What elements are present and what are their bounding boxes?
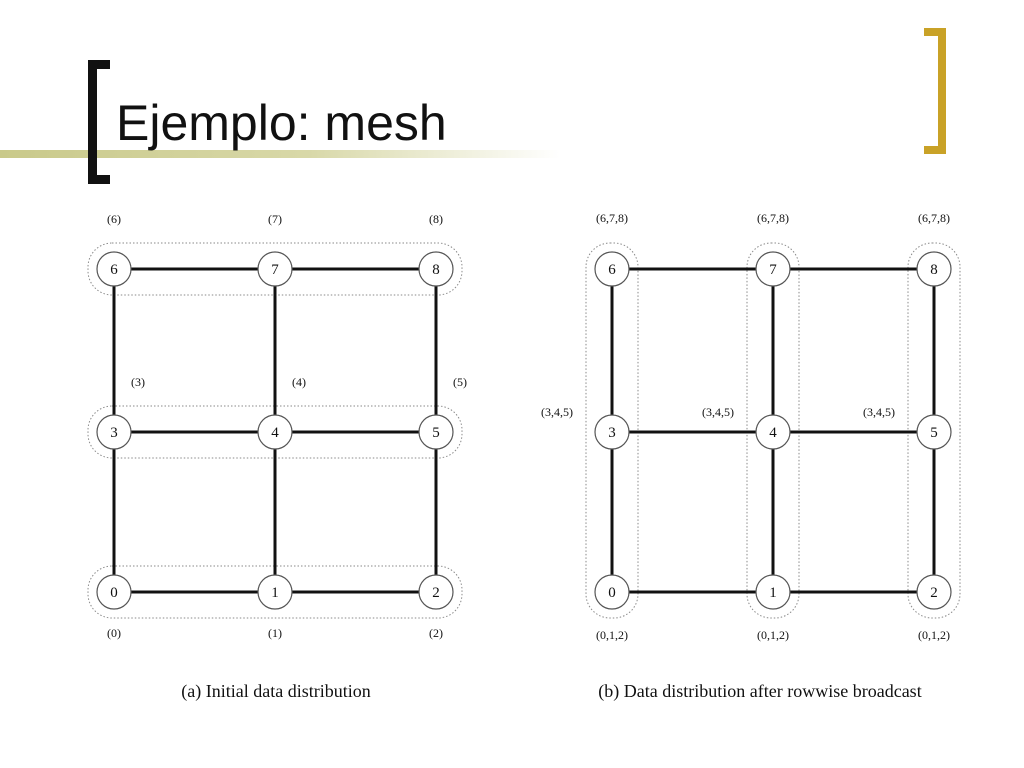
diagram-b-data-label-8: (6,7,8) (918, 211, 950, 225)
diagram-a-data-label-4: (4) (292, 375, 306, 389)
diagram-b-node-label-8: 8 (930, 262, 938, 278)
diagram-b-node-label-5: 5 (930, 425, 938, 441)
diagram-a-node-8 (418, 251, 454, 287)
title-underline-bar (0, 150, 560, 158)
diagram-a-node-label-0: 0 (110, 585, 118, 601)
diagram-a-node-7 (257, 251, 293, 287)
diagram-b-node-2 (916, 574, 952, 610)
diagram-a-node-6 (96, 251, 132, 287)
diagram-b-data-label-3: (3,4,5) (541, 405, 573, 419)
diagram-a-data-label-6: (6) (107, 212, 121, 226)
diagram-b-node-label-3: 3 (608, 425, 616, 441)
diagram-a-data-label-0: (0) (107, 626, 121, 640)
diagram-a-node-1 (257, 574, 293, 610)
diagram-b-data-label-5: (3,4,5) (863, 405, 895, 419)
diagram-b-node-6 (594, 251, 630, 287)
diagram-a-data-label-3: (3) (131, 375, 145, 389)
diagram-b-node-label-4: 4 (769, 425, 777, 441)
diagram-b-node-label-2: 2 (930, 585, 938, 601)
diagram-a-node-label-4: 4 (271, 425, 279, 441)
diagram-b-node-label-6: 6 (608, 262, 616, 278)
diagram-a-data-label-8: (8) (429, 212, 443, 226)
diagram-b-data-label-2: (0,1,2) (918, 628, 950, 642)
diagram-a-node-label-8: 8 (432, 262, 440, 278)
diagram-b-data-label-7: (6,7,8) (757, 211, 789, 225)
slide-title: Ejemplo: mesh (116, 95, 447, 151)
diagram-b-data-label-1: (0,1,2) (757, 628, 789, 642)
diagram-a-data-label-2: (2) (429, 626, 443, 640)
right-bracket-decoration (924, 28, 946, 154)
diagram-a-data-label-7: (7) (268, 212, 282, 226)
diagram-b-node-label-1: 1 (769, 585, 777, 601)
diagram-a-node-label-2: 2 (432, 585, 440, 601)
diagram-a-node-3 (96, 414, 132, 450)
diagram-b-data-label-0: (0,1,2) (596, 628, 628, 642)
diagram-a-data-label-5: (5) (453, 375, 467, 389)
diagram-b-caption: (b) Data distribution after rowwise broa… (598, 681, 921, 702)
diagram-b-node-label-7: 7 (769, 262, 777, 278)
diagram-a-row-group-0 (87, 565, 463, 619)
diagram-a-node-2 (418, 574, 454, 610)
diagram-b-node-1 (755, 574, 791, 610)
diagram-a-node-0 (96, 574, 132, 610)
diagram-b-data-label-4: (3,4,5) (702, 405, 734, 419)
diagram-b-node-8 (916, 251, 952, 287)
diagram-a-node-4 (257, 414, 293, 450)
diagram-a-data-label-1: (1) (268, 626, 282, 640)
diagram-b-node-5 (916, 414, 952, 450)
diagram-a-node-5 (418, 414, 454, 450)
diagram-a-node-label-3: 3 (110, 425, 118, 441)
diagram-b-node-label-0: 0 (608, 585, 616, 601)
diagram-a-node-label-6: 6 (110, 262, 118, 278)
diagram-b-data-label-6: (6,7,8) (596, 211, 628, 225)
diagram-a-node-label-1: 1 (271, 585, 279, 601)
diagram-b-node-0 (594, 574, 630, 610)
diagram-a-node-label-7: 7 (271, 262, 279, 278)
diagram-a-node-label-5: 5 (432, 425, 440, 441)
diagram-a-caption: (a) Initial data distribution (181, 681, 370, 702)
diagram-b-node-3 (594, 414, 630, 450)
left-bracket-decoration (88, 60, 110, 184)
diagram-b-node-4 (755, 414, 791, 450)
diagram-b-node-7 (755, 251, 791, 287)
